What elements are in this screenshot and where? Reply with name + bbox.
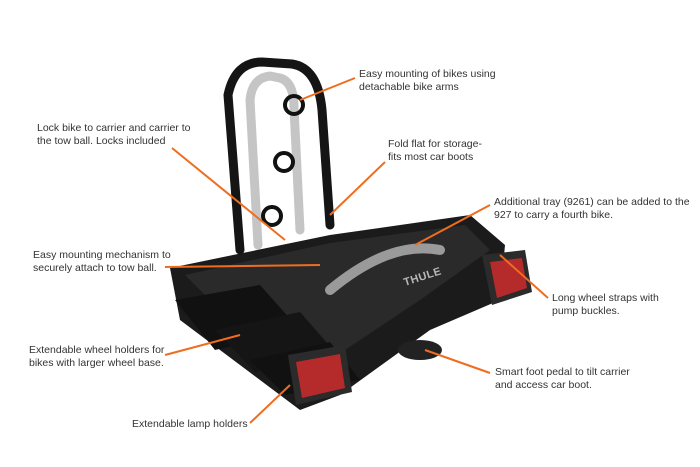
callout-line: detachable bike arms (359, 81, 459, 93)
callout-line: fits most car boots (388, 151, 474, 163)
callout-line: Easy mounting of bikes using (359, 68, 496, 80)
callout-line: the tow ball. Locks included (37, 135, 166, 147)
callout-line: securely attach to tow ball. (33, 262, 157, 274)
lamp-right-lens (490, 258, 527, 298)
leader-fold-flat (329, 161, 386, 216)
arm-clamp-1 (283, 94, 305, 116)
leader-lamp-holders (249, 384, 291, 424)
callout-wheel-holders: Extendable wheel holders for bikes with … (29, 344, 164, 370)
leader-wheel-straps (499, 254, 549, 299)
leader-bike-arms (299, 77, 356, 101)
callout-fold-flat: Fold flat for storage- fits most car boo… (388, 138, 482, 164)
foot-pedal (398, 340, 442, 360)
leader-wheel-holders (164, 334, 241, 356)
carrier-bar (325, 243, 445, 295)
arm-clamp-3 (261, 205, 283, 227)
leader-mounting (164, 264, 321, 268)
leader-foot-pedal (424, 349, 491, 374)
leader-lines (164, 77, 549, 424)
callout-bike-arms: Easy mounting of bikes using detachable … (359, 68, 496, 94)
callout-wheel-straps: Long wheel straps with pump buckles. (552, 292, 659, 318)
callout-line: Extendable lamp holders (132, 418, 248, 430)
callout-line: 927 to carry a fourth bike. (494, 209, 614, 221)
callout-line: Additional tray (9261) can be added to t… (494, 196, 690, 208)
callout-line: Lock bike to carrier and carrier to (37, 122, 191, 134)
callout-line: Long wheel straps with (552, 292, 659, 304)
callout-mounting-mechanism: Easy mounting mechanism to securely atta… (33, 249, 171, 275)
callout-extra-tray: Additional tray (9261) can be added to t… (494, 196, 690, 222)
callout-line: and access car boot. (495, 379, 592, 391)
callout-line: Easy mounting mechanism to (33, 249, 171, 261)
callout-line: Fold flat for storage- (388, 138, 482, 150)
lamp-left-lens (296, 354, 345, 398)
callout-lamp-holders: Extendable lamp holders (132, 418, 248, 431)
arm-clamp-2 (273, 151, 295, 173)
callout-line: bikes with larger wheel base. (29, 357, 164, 369)
leader-extra-tray (414, 204, 491, 246)
callout-line: pump buckles. (552, 305, 620, 317)
callout-foot-pedal: Smart foot pedal to tilt carrier and acc… (495, 366, 630, 392)
callout-line: Smart foot pedal to tilt carrier (495, 366, 630, 378)
callout-line: Extendable wheel holders for (29, 344, 165, 356)
leader-lock (171, 147, 286, 241)
callout-lock: Lock bike to carrier and carrier to the … (37, 122, 190, 148)
